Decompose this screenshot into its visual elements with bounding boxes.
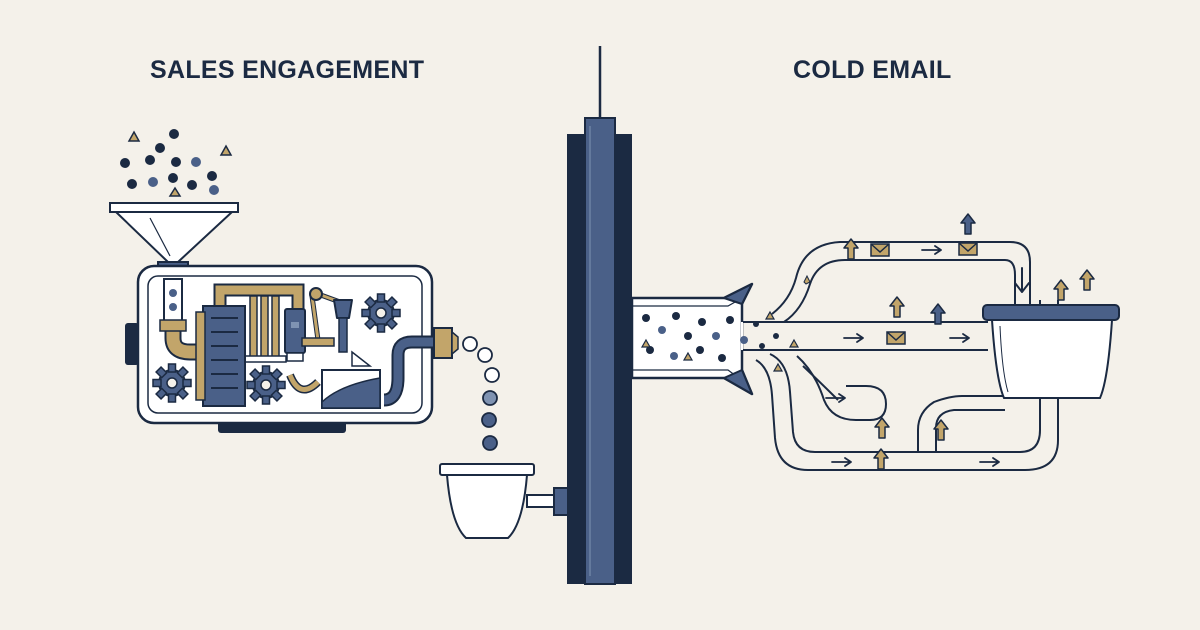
nozzle	[333, 299, 373, 367]
up-arrow-icon	[874, 417, 890, 439]
right-arrow-icon	[979, 457, 1000, 467]
up-arrow-icon	[1053, 279, 1069, 301]
right-arrow-icon	[949, 333, 970, 343]
right-arrow-icon	[843, 333, 864, 343]
right-arrow-icon	[831, 457, 852, 467]
up-arrow-icon	[889, 296, 905, 318]
input-particles	[120, 129, 233, 197]
gold-pipe	[166, 327, 214, 359]
output-valve	[433, 327, 459, 359]
right-arrow-icon	[825, 393, 846, 403]
intake-particles	[640, 274, 811, 372]
upper-route	[771, 241, 1031, 323]
cup-icon	[982, 304, 1120, 399]
main-channel	[741, 321, 988, 351]
ribbed-block	[195, 305, 246, 407]
output-pipe	[383, 337, 448, 405]
right-arrow-icon	[921, 245, 942, 255]
output-spheres	[462, 336, 500, 451]
envelope-icon	[870, 243, 890, 257]
machine-side-nub	[125, 323, 139, 365]
up-arrow-icon	[960, 213, 976, 235]
output-chute	[321, 369, 381, 409]
up-arrow-icon	[1079, 269, 1095, 291]
center-pillar	[567, 46, 632, 585]
cold-email-title: COLD EMAIL	[793, 56, 952, 84]
cup-icon	[439, 463, 569, 539]
envelope-icon	[958, 242, 978, 256]
envelope-icon	[886, 331, 906, 345]
down-arrow-icon	[1014, 267, 1030, 293]
piston	[284, 308, 306, 362]
gear-icon	[246, 365, 286, 405]
gold-s-pipe	[287, 373, 320, 392]
sales-engagement-title: SALES ENGAGEMENT	[150, 56, 425, 84]
gear-icon	[361, 293, 401, 333]
gear-icon	[152, 363, 192, 403]
lower-route	[755, 300, 1059, 471]
